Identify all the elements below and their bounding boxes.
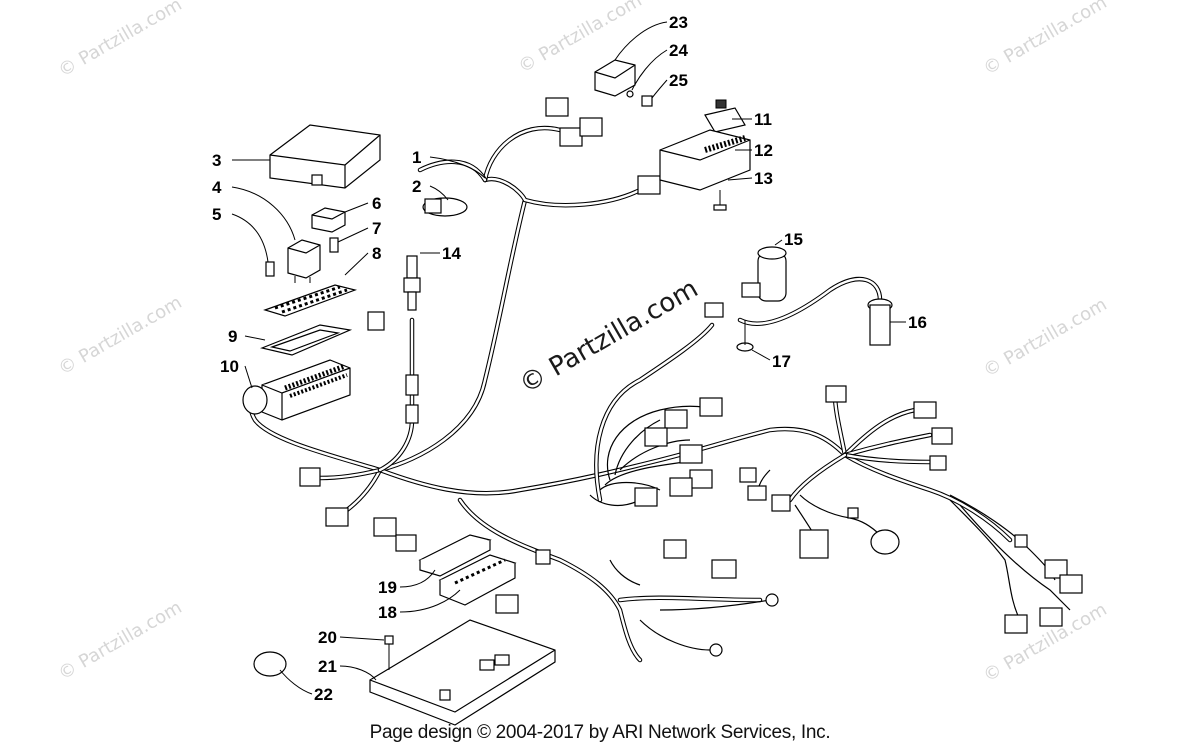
callout-6: 6	[372, 194, 381, 213]
connector	[325, 507, 349, 527]
callout-24: 24	[669, 41, 688, 60]
callout-1: 1	[412, 148, 421, 167]
callout-17: 17	[772, 352, 791, 371]
cap-16	[867, 298, 893, 346]
callout-14: 14	[442, 244, 461, 263]
callout-12: 12	[754, 141, 773, 160]
callout-11: 11	[754, 110, 772, 129]
callout-5: 5	[212, 205, 221, 224]
voltage-regulator	[659, 129, 751, 211]
bracket-23	[594, 59, 653, 107]
callout-22: 22	[314, 685, 333, 704]
branch-wires	[589, 405, 1071, 651]
fuse	[329, 237, 339, 253]
starter-solenoid	[741, 246, 787, 302]
callout-21: 21	[318, 657, 337, 676]
bolt-20	[384, 635, 394, 670]
fuse-box-gasket	[259, 324, 353, 356]
connector	[299, 467, 321, 487]
harness-wires	[248, 117, 1013, 663]
connector	[579, 117, 603, 137]
fuse-panel-board	[263, 284, 358, 317]
page-footer: Page design © 2004-2017 by ARI Network S…	[369, 722, 831, 743]
connector	[545, 97, 569, 117]
connector	[535, 549, 551, 565]
fuse	[265, 261, 275, 277]
callout-9: 9	[228, 327, 237, 346]
cdi-cover	[418, 534, 492, 577]
connector	[395, 534, 417, 552]
connector	[704, 302, 724, 318]
ring-terminal	[709, 643, 723, 657]
callout-18: 18	[378, 603, 397, 622]
connector	[663, 539, 687, 559]
oxygen-sensor	[403, 255, 421, 424]
callout-16: 16	[908, 313, 927, 332]
callout-20: 20	[318, 628, 337, 647]
nut	[715, 99, 727, 109]
connector	[559, 127, 583, 147]
connector-2	[422, 197, 468, 217]
washer	[704, 107, 746, 133]
cable-tie	[253, 651, 287, 677]
callout-4: 4	[212, 178, 222, 197]
fuse-box-base	[261, 311, 385, 421]
callout-2: 2	[412, 177, 421, 196]
clip-ring	[242, 385, 268, 415]
fuse-box-cover	[269, 124, 381, 189]
connector	[637, 175, 661, 195]
callout-7: 7	[372, 219, 381, 238]
callout-19: 19	[378, 578, 397, 597]
connector	[495, 594, 519, 614]
mounting-tray	[369, 619, 556, 726]
cdi-module	[438, 554, 517, 606]
screw-17	[736, 320, 754, 352]
callout-8: 8	[372, 244, 381, 263]
connector	[711, 559, 737, 579]
callout-25: 25	[669, 71, 688, 90]
connector-cluster	[634, 397, 723, 507]
connector-cluster-right	[739, 385, 1083, 634]
callout-10: 10	[220, 357, 239, 376]
ring-terminal	[765, 593, 779, 607]
callout-23: 23	[669, 13, 688, 32]
callout-3: 3	[212, 151, 221, 170]
callout-13: 13	[754, 169, 773, 188]
connector	[373, 517, 397, 537]
callout-15: 15	[784, 230, 803, 249]
relay	[287, 239, 321, 283]
relay-cap	[311, 207, 346, 233]
callouts: 1 2 3 4 5 6 7 8 9 10 11 12 13 14 15 16 1	[212, 13, 927, 704]
